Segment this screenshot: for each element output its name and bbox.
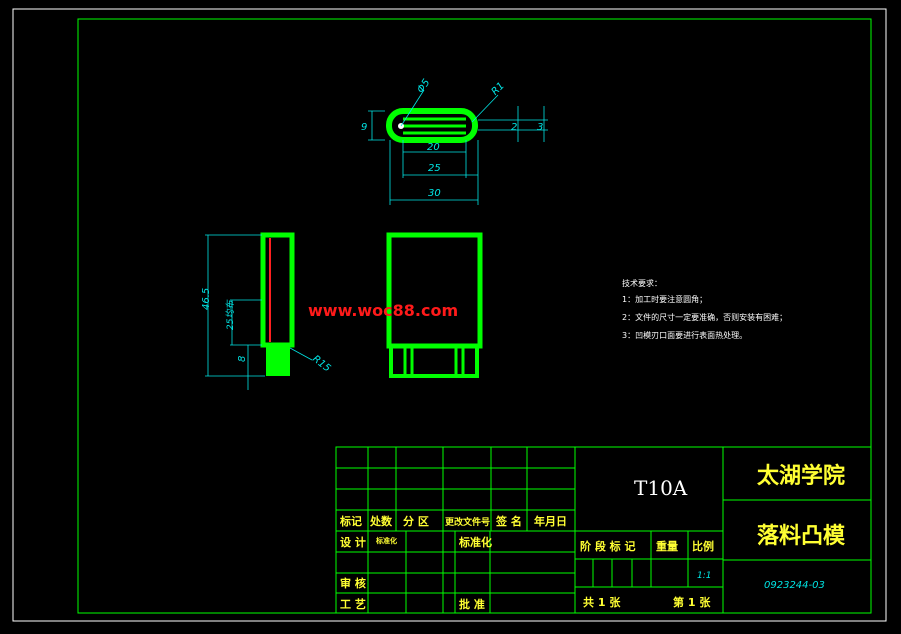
label-zhongliang: 重量 <box>656 539 678 553</box>
dim-2: 2 <box>511 122 517 133</box>
part-name: 落料凸模 <box>757 524 846 549</box>
label-chushu: 处数 <box>369 514 393 528</box>
material-text: T10A <box>634 476 688 500</box>
notes-line-3: 3：凹模刃口面要进行表面热处理。 <box>622 330 747 340</box>
label-biaozhunhua: 标准化 <box>458 535 492 549</box>
side-view-shank <box>266 345 290 376</box>
watermark-text: www.woc88.com <box>308 301 458 320</box>
top-view-outline <box>386 108 478 143</box>
dim-20: 20 <box>427 142 440 153</box>
scale-value: 1:1 <box>697 571 711 581</box>
notes-line-2: 2：文件的尺寸一定要准确，否则安装有困难； <box>622 312 787 322</box>
front-view-base <box>389 344 479 378</box>
label-pizhun: 批 准 <box>459 597 485 611</box>
dim-r1: R1 <box>490 80 507 97</box>
label-jieduan: 阶 段 标 记 <box>580 539 636 553</box>
drawing-number: 0923244-03 <box>764 580 825 591</box>
dim-r15: R15 <box>310 354 332 375</box>
school-name: 太湖学院 <box>757 463 845 489</box>
dim-25-side: 25均布 <box>225 299 236 330</box>
dim-8: 8 <box>237 356 248 362</box>
side-view-body <box>260 232 295 348</box>
label-fenqu: 分 区 <box>403 514 429 528</box>
label-gengai: 更改文件号 <box>445 516 490 528</box>
notes-title: 技术要求： <box>622 278 662 288</box>
label-di: 第 1 张 <box>673 595 711 609</box>
label-qianming: 签 名 <box>495 514 522 528</box>
dim-46-5: 46.5 <box>201 288 212 310</box>
front-view-body <box>386 232 483 349</box>
dim-9: 9 <box>361 122 367 133</box>
front-view <box>386 232 483 378</box>
dim-30: 30 <box>428 188 441 199</box>
top-view: Φ5 R1 9 2 3 20 25 30 <box>361 77 548 205</box>
label-gong: 共 1 张 <box>583 595 621 609</box>
technical-notes: 技术要求： 1：加工时要注意圆角； 2：文件的尺寸一定要准确，否则安装有困难； … <box>622 278 787 340</box>
notes-line-1: 1：加工时要注意圆角； <box>622 294 707 304</box>
dim-phi5: Φ5 <box>415 77 432 95</box>
label-biaoji: 标记 <box>339 514 362 528</box>
outer-border <box>12 8 887 622</box>
dim-3: 3 <box>537 122 543 133</box>
designer-name: 标准化 <box>375 536 397 545</box>
label-sheji: 设 计 <box>340 535 366 549</box>
dim-25: 25 <box>428 163 441 174</box>
label-bili: 比例 <box>692 539 714 553</box>
label-nianyueri: 年月日 <box>534 514 567 528</box>
label-gongyi: 工 艺 <box>340 597 366 611</box>
title-block <box>335 446 872 614</box>
label-shenhe: 审 核 <box>340 576 366 590</box>
